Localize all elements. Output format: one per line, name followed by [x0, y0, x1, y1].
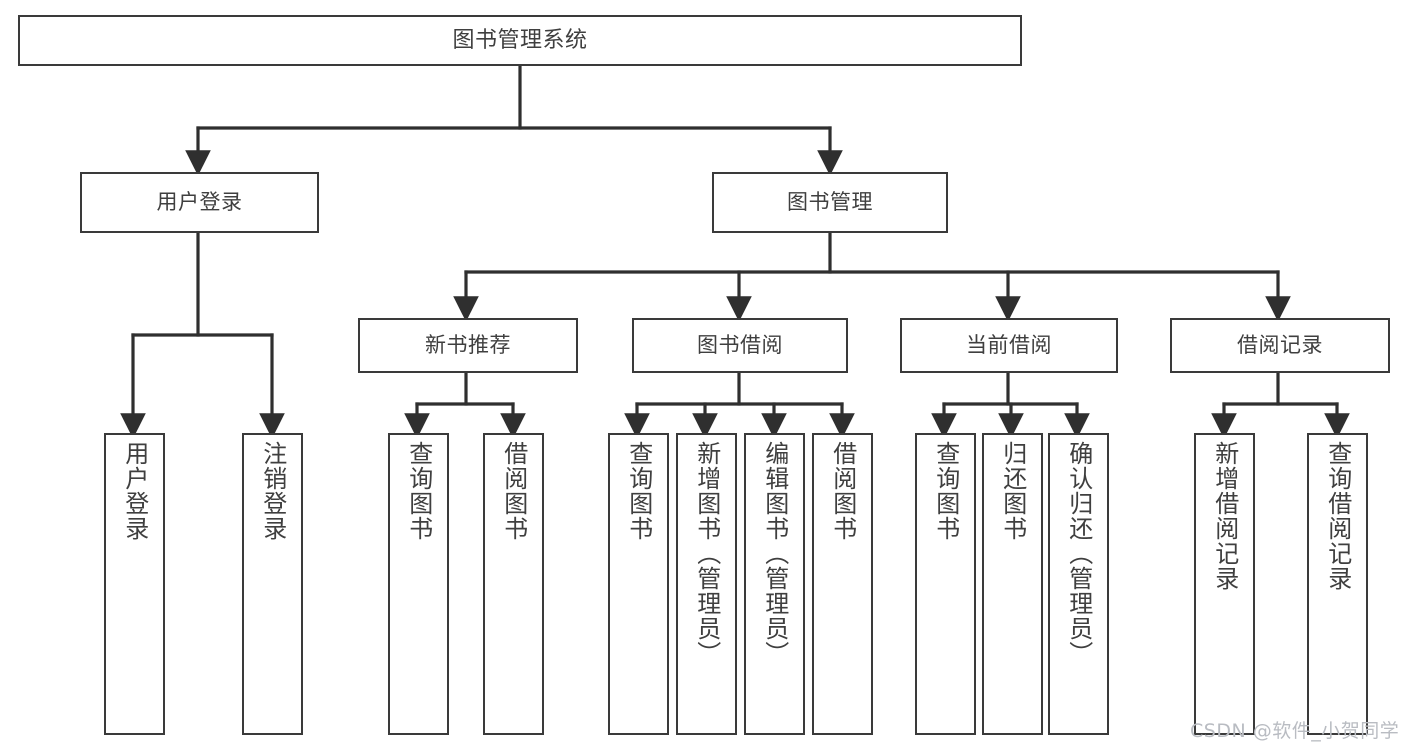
node-new-book-recommend[interactable]: 新书推荐 [358, 318, 578, 373]
leaf-user-login-logout[interactable]: 注销登录 [242, 433, 303, 735]
leaf-new-book-query-book[interactable]: 查询图书 [388, 433, 449, 735]
node-label: 确认归还（管理员） [1064, 441, 1093, 666]
node-label: 借阅记录 [1237, 333, 1323, 358]
leaf-book-borrow-edit-book-admin[interactable]: 编辑图书（管理员） [744, 433, 805, 735]
node-label: 编辑图书（管理员） [760, 441, 789, 666]
node-root-book-management-system[interactable]: 图书管理系统 [18, 15, 1022, 66]
node-label: 查询图书 [931, 441, 960, 541]
leaf-book-borrow-add-book-admin[interactable]: 新增图书（管理员） [676, 433, 737, 735]
node-current-borrow[interactable]: 当前借阅 [900, 318, 1118, 373]
node-borrow-record[interactable]: 借阅记录 [1170, 318, 1390, 373]
node-label: 借阅图书 [828, 441, 857, 541]
node-label: 查询图书 [404, 441, 433, 541]
node-label: 图书管理 [787, 190, 873, 215]
leaf-current-borrow-return-book[interactable]: 归还图书 [982, 433, 1043, 735]
node-label: 查询图书 [624, 441, 653, 541]
leaf-current-borrow-confirm-return-admin[interactable]: 确认归还（管理员） [1048, 433, 1109, 735]
csdn-watermark: CSDN @软件_小贺同学 [1190, 720, 1400, 742]
leaf-borrow-record-query-record[interactable]: 查询借阅记录 [1307, 433, 1368, 735]
leaf-book-borrow-borrow-book[interactable]: 借阅图书 [812, 433, 873, 735]
node-label: 查询借阅记录 [1323, 441, 1352, 591]
leaf-book-borrow-query-book[interactable]: 查询图书 [608, 433, 669, 735]
node-book-management[interactable]: 图书管理 [712, 172, 948, 233]
leaf-borrow-record-add-record[interactable]: 新增借阅记录 [1194, 433, 1255, 735]
node-label: 借阅图书 [499, 441, 528, 541]
node-label: 图书管理系统 [452, 27, 588, 53]
node-label: 新增借阅记录 [1210, 441, 1239, 591]
node-user-login[interactable]: 用户登录 [80, 172, 319, 233]
node-label: 新书推荐 [425, 333, 511, 358]
node-label: 用户登录 [156, 190, 243, 215]
node-label: 新增图书（管理员） [692, 441, 721, 666]
leaf-current-borrow-query-book[interactable]: 查询图书 [915, 433, 976, 735]
node-label: 图书借阅 [697, 333, 783, 358]
node-book-borrow[interactable]: 图书借阅 [632, 318, 848, 373]
node-label: 归还图书 [998, 441, 1027, 541]
leaf-new-book-borrow-book[interactable]: 借阅图书 [483, 433, 544, 735]
node-label: 注销登录 [258, 441, 287, 541]
node-label: 当前借阅 [966, 333, 1052, 358]
node-label: 用户登录 [120, 441, 149, 541]
leaf-user-login-do-login[interactable]: 用户登录 [104, 433, 165, 735]
